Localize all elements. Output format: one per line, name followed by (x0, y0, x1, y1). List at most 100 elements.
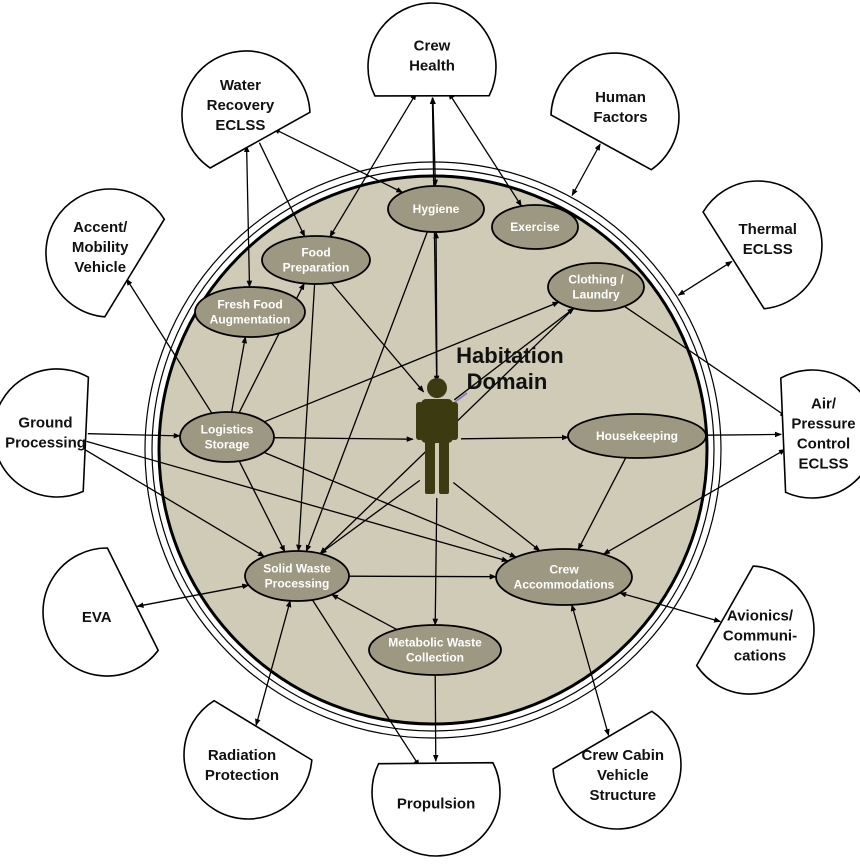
external-system-shape (0, 368, 90, 498)
connection-crew-to-metabolic (432, 497, 439, 626)
connection-water-to-hygiene (272, 128, 404, 194)
domain-title-line-1: Habitation (456, 343, 564, 368)
external-system-label-line: ECLSS (798, 456, 848, 473)
external-system-label-line: Crew (414, 38, 451, 55)
external-system-shape (367, 2, 497, 97)
connection-crew-to-clothing (453, 307, 575, 401)
external-system-label-line: Propulsion (397, 796, 475, 813)
connection-crew-health-to-crew (429, 97, 440, 383)
connection-ground-to-logistics (87, 432, 181, 439)
external-system-label-line: Pressure (791, 416, 855, 433)
connection-ground-to-solid-waste (83, 448, 265, 558)
external-system-label-line: EVA (82, 609, 112, 626)
external-system-shape (371, 761, 501, 857)
function-node-label-line: Housekeeping (596, 429, 678, 443)
connection-air-to-crew-accom (602, 448, 786, 555)
function-node-label-line: Accommodations (514, 578, 615, 592)
external-system-label-line: Thermal (739, 221, 797, 238)
connection-metabolic-to-solid-waste (331, 594, 398, 631)
function-node-label-line: Clothing / (568, 273, 624, 287)
domain-title: Habitation Domain (456, 343, 570, 394)
function-node-label-line: Augmentation (210, 313, 291, 327)
external-system-label-line: Avionics/ (727, 608, 794, 625)
connection-food-prep-to-solid-waste (296, 283, 316, 552)
external-system-label-line: Protection (205, 767, 279, 784)
figure-pointer (454, 392, 468, 403)
function-node-label: Hygiene (413, 202, 460, 216)
external-system-label-line: Ground (18, 415, 72, 432)
connection-ground-to-crew-accom (86, 440, 509, 563)
external-system-label: EVA (82, 609, 112, 626)
external-system-label-line: ECLSS (743, 241, 793, 258)
external-system-propulsion: Propulsion (371, 761, 501, 857)
external-system-label-line: Mobility (72, 239, 129, 256)
function-node-shape (194, 286, 306, 338)
function-node-label-line: Preparation (283, 261, 350, 275)
function-node-exercise: Exercise (491, 204, 579, 250)
connection-logistics-to-solid-waste (238, 460, 286, 553)
external-system-eva: EVA (42, 547, 160, 677)
external-system-label-line: Air/ (811, 396, 837, 413)
connection-water-to-food-prep (258, 142, 306, 238)
external-system-label-line: Communi- (723, 628, 797, 645)
function-node-label-line: Food (301, 246, 330, 260)
connection-logistics-to-clothing (264, 301, 560, 423)
external-system-label-line: cations (734, 648, 787, 665)
external-system-label: Avionics/Communi-cations (723, 608, 797, 665)
external-system-label-line: Accent/ (73, 219, 128, 236)
connection-logistics-to-accent (125, 278, 213, 414)
external-system-shape (42, 547, 160, 677)
external-system-label-line: Recovery (207, 97, 275, 114)
function-node-shape (567, 413, 707, 459)
function-node-shape (495, 548, 633, 606)
connection-water-to-fresh-food (243, 145, 253, 288)
function-node-shape (244, 550, 350, 602)
connection-thermal-to-habitation-boundary (677, 260, 733, 296)
external-system-shape (550, 52, 680, 171)
connection-logistics-to-crew-accom (263, 451, 517, 558)
external-system-label-line: Vehicle (597, 767, 649, 784)
external-system-shape (695, 565, 815, 695)
function-node-label: Housekeeping (596, 429, 678, 443)
connection-crew-to-solid-waste (319, 479, 421, 555)
function-node-label-line: Hygiene (413, 202, 460, 216)
function-node-label-line: Storage (205, 438, 250, 452)
connection-logistics-to-fresh-food (230, 336, 248, 413)
function-node-label-line: Fresh Food (217, 298, 282, 312)
external-system-avionics: Avionics/Communi-cations (695, 565, 815, 695)
function-node-label: Exercise (510, 220, 560, 234)
connection-solid-waste-to-crew-accom (348, 573, 497, 580)
function-node-label: Clothing /Laundry (568, 273, 624, 302)
function-node-label-line: Crew (549, 563, 579, 577)
function-node-label-line: Logistics (201, 423, 254, 437)
connection-food-prep-to-crew (331, 282, 425, 393)
connection-solid-waste-to-propulsion (311, 599, 420, 767)
function-node-shape (368, 624, 502, 676)
connection-solid-waste-to-radiation (255, 600, 292, 726)
external-system-shape (45, 188, 166, 318)
connection-housekeeping-to-air (705, 431, 782, 438)
